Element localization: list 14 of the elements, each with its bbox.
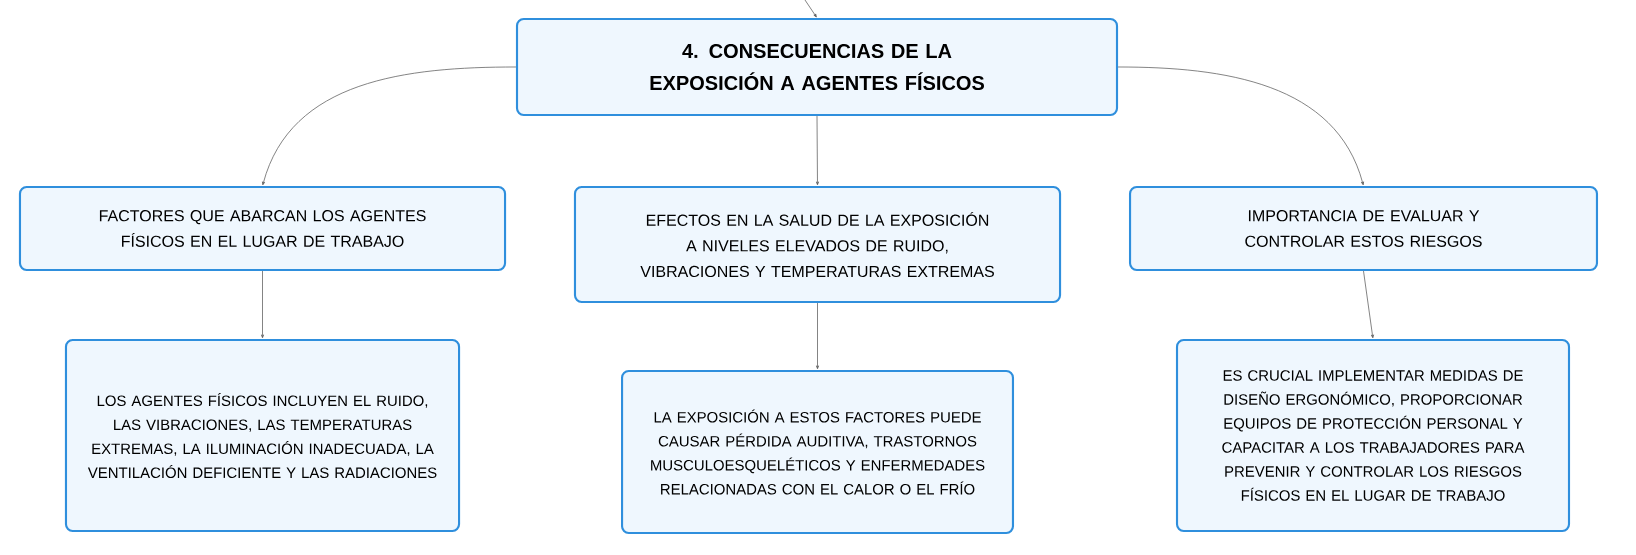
arrow (816, 302, 819, 370)
arrow (261, 270, 264, 339)
arrow (1117, 66, 1364, 186)
topic-box: ES CRUCIAL IMPLEMENTAR MEDIDAS DE DISEÑO ERGONÓMICO, PROPORCIONAR EQUIPOS DE PROTECCIÓN PERSONAL Y CAPACITAR A LOS TRABAJADORES PARA PREVENIR Y CONTROLAR LOS RIESGOS FÍSICOS EN EL LUGAR DE TRABAJO (1175, 338, 1571, 533)
arrow (1363, 270, 1374, 339)
arrow (262, 66, 517, 186)
topic-box: IMPORTANCIA DE EVALUAR Y CONTROLAR ESTOS RIESGOS (1128, 185, 1599, 272)
topic-box: FACTORES QUE ABARCAN LOS AGENTES FÍSICOS EN EL LUGAR DE TRABAJO (18, 185, 507, 272)
title-box: 4. CONSECUENCIAS DE LA EXPOSICIÓN A AGENTES FÍSICOS (515, 17, 1119, 117)
arrow (804, 0, 817, 18)
topic-box: LA EXPOSICIÓN A ESTOS FACTORES PUEDE CAUSAR PÉRDIDA AUDITIVA, TRASTORNOS MUSCULOESQUELÉTICOS Y ENFERMEDADES RELACIONADAS CON EL CALOR O EL FRÍO (620, 369, 1015, 535)
topic-box: EFECTOS EN LA SALUD DE LA EXPOSICIÓN A NIVELES ELEVADOS DE RUIDO, VIBRACIONES Y TEMPERATURAS EXTREMAS (573, 185, 1062, 304)
arrow (816, 115, 819, 186)
topic-box: LOS AGENTES FÍSICOS INCLUYEN EL RUIDO, LAS VIBRACIONES, LAS TEMPERATURAS EXTREMAS, LA ILUMINACIÓN INADECUADA, LA VENTILACIÓN DEFICIENTE Y LAS RADIACIONES (64, 338, 461, 533)
